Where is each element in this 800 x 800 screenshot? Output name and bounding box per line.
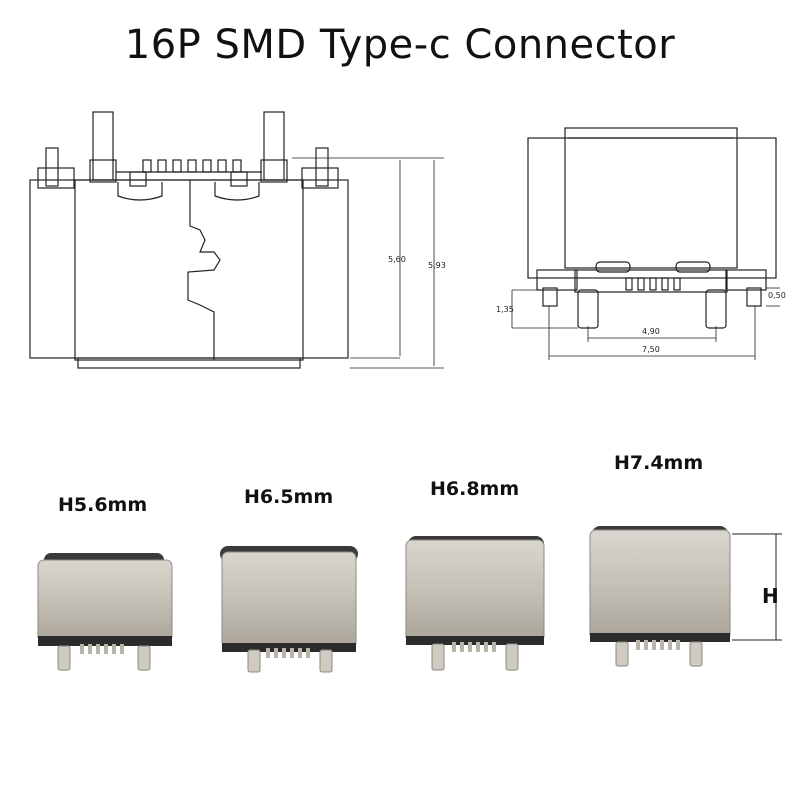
front-right-outer-pin	[315, 147, 329, 187]
connector-h65-image	[220, 546, 358, 673]
front-left-post-base	[89, 159, 117, 183]
front-left-post	[92, 111, 114, 181]
front-left-outer-pin	[45, 147, 59, 187]
page-title: 16P SMD Type-c Connector	[124, 22, 676, 68]
side-dim-right-label: 0,50	[768, 291, 786, 300]
side-dim-left-label: 1,35	[496, 305, 514, 314]
connector-h68-image	[405, 536, 545, 671]
side-right-small-pin	[746, 287, 762, 307]
front-left-tab	[117, 182, 163, 201]
front-right-post-base	[260, 159, 288, 183]
front-view-drawing	[29, 111, 444, 369]
product-label-h68: H6.8mm	[430, 478, 520, 500]
connector-h74-image	[589, 526, 731, 667]
side-dim-inner-label: 4,90	[642, 327, 660, 336]
side-dim-outer-label: 7,50	[642, 345, 660, 354]
front-split-line	[187, 180, 221, 360]
side-top-shell	[564, 127, 738, 269]
connector-h56-image	[37, 553, 173, 671]
front-right-post	[263, 111, 285, 181]
front-shell-outline	[74, 179, 304, 361]
front-body-outline	[29, 179, 349, 359]
height-dimension-marker	[732, 533, 782, 641]
side-left-long-pin	[577, 289, 599, 329]
side-left-small-pin	[542, 287, 558, 307]
front-left-foot	[37, 167, 75, 189]
side-contact-pins	[625, 277, 681, 291]
side-base-block	[574, 269, 728, 293]
front-dim-outer-label: 5,93	[428, 261, 446, 270]
product-label-h74: H7.4mm	[614, 452, 704, 474]
front-dim-inner-label: 5,60	[388, 255, 406, 264]
front-bottom-lip	[77, 357, 301, 369]
product-label-h65: H6.5mm	[244, 486, 334, 508]
front-right-tab	[214, 182, 260, 201]
height-marker-label: H	[762, 584, 779, 608]
front-right-foot	[301, 167, 339, 189]
side-right-long-pin	[705, 289, 727, 329]
product-label-h56: H5.6mm	[58, 494, 148, 516]
front-contact-pins	[142, 159, 242, 173]
side-view-drawing	[511, 127, 780, 360]
